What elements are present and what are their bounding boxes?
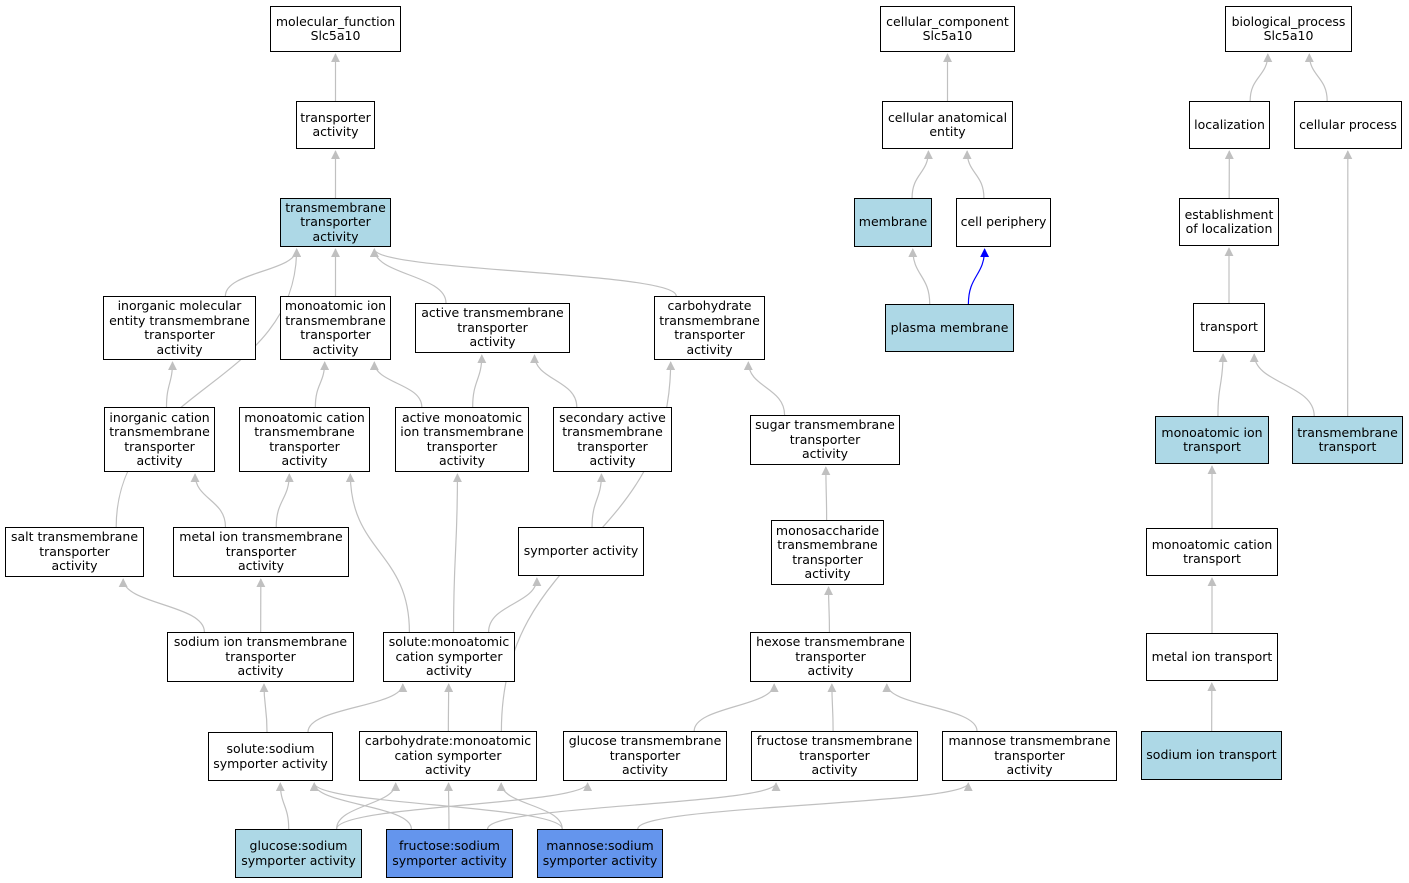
node-glucose-sodium-symporter[interactable]: glucose:sodium symporter activity xyxy=(235,829,362,878)
edge-active_monoatomic_ion_tm-to-active_tm xyxy=(472,354,487,408)
node-monoatomic-ion-tm[interactable]: monoatomic ion transmembrane transporter… xyxy=(280,296,391,360)
edge-solute_monoatomic_cation_symporter-to-active_monoatomic_ion_tm xyxy=(452,473,462,633)
edge-symporter_activity-to-secondary_active_tm xyxy=(591,473,606,528)
node-monoatomic-ion-transport[interactable]: monoatomic ion transport xyxy=(1155,416,1269,464)
node-establishment-of-localization[interactable]: establishment of localization xyxy=(1179,198,1279,246)
node-fructose-tm[interactable]: fructose transmembrane transporter activ… xyxy=(751,731,918,781)
edge-metal_ion_tm-to-monoatomic_cation_tm xyxy=(275,473,294,528)
node-membrane[interactable]: membrane xyxy=(854,198,932,247)
node-symporter-activity[interactable]: symporter activity xyxy=(518,527,644,576)
node-cellular-anatomical-entity[interactable]: cellular anatomical entity xyxy=(882,101,1013,149)
edge-mannose_sodium_symporter-to-carbohydrate_monoatomic_cation_symporter xyxy=(496,782,563,830)
node-active-tm[interactable]: active transmembrane transporter activit… xyxy=(415,303,570,353)
node-transporter-activity[interactable]: transporter activity xyxy=(296,101,375,149)
edge-plasma_membrane-to-membrane xyxy=(908,248,931,305)
node-mannose-tm[interactable]: mannose transmembrane transporter activi… xyxy=(942,731,1117,781)
edge-secondary_active_tm-to-active_tm xyxy=(530,354,578,408)
node-plasma-membrane[interactable]: plasma membrane xyxy=(885,304,1014,352)
edge-glucose_sodium_symporter-to-solute_sodium_symporter xyxy=(275,782,290,830)
node-molecular-function-root[interactable]: molecular_function Slc5a10 xyxy=(270,6,401,52)
node-cell-periphery[interactable]: cell periphery xyxy=(956,198,1051,247)
edge-monosaccharide_tm-to-sugar_tm xyxy=(821,466,831,521)
edge-sugar_tm-to-carbohydrate_tm xyxy=(743,361,786,416)
edge-glucose_sodium_symporter-to-carbohydrate_monoatomic_cation_symporter xyxy=(336,782,401,830)
edge-mannose_sodium_symporter-to-solute_sodium_symporter xyxy=(309,782,563,830)
edge-sodium_ion_tm-to-salt_tm xyxy=(118,578,205,633)
edge-mannose_tm-to-hexose_tm xyxy=(882,683,978,732)
node-solute-sodium-symporter[interactable]: solute:sodium symporter activity xyxy=(208,732,333,781)
node-transmembrane-transport[interactable]: transmembrane transport xyxy=(1292,416,1403,464)
edge-hexose_tm-to-monosaccharide_tm xyxy=(824,586,834,633)
edge-solute_sodium_symporter-to-sodium_ion_tm xyxy=(259,683,269,733)
edge-monoatomic_ion_transport-to-transport xyxy=(1217,353,1228,417)
edge-active_tm-to-tm_transporter_activity xyxy=(369,248,447,304)
edge-transmembrane_transport-to-transport xyxy=(1249,353,1315,417)
edge-salt_tm-to-tm_transporter_activity xyxy=(115,248,302,528)
node-hexose-tm[interactable]: hexose transmembrane transporter activit… xyxy=(750,632,911,682)
edge-membrane-to-cellular_anatomical_entity xyxy=(911,150,933,199)
edge-fructose_tm-to-hexose_tm xyxy=(827,683,837,732)
node-transmembrane-transporter-activity[interactable]: transmembrane transporter activity xyxy=(280,198,391,247)
node-transport[interactable]: transport xyxy=(1193,303,1265,352)
node-secondary-active-tm[interactable]: secondary active transmembrane transport… xyxy=(553,407,672,472)
node-cellular-component-root[interactable]: cellular_component Slc5a10 xyxy=(880,6,1015,52)
edge-metal_ion_tm-to-inorganic_cation_tm xyxy=(190,473,227,528)
node-fructose-sodium-symporter[interactable]: fructose:sodium symporter activity xyxy=(386,829,513,878)
edge-cellular_process-to-bp_root xyxy=(1304,53,1328,102)
node-solute-monoatomic-cation-symporter[interactable]: solute:monoatomic cation symporter activ… xyxy=(383,632,515,682)
edge-inorganic_cation_tm-to-inorganic_molecular_entity_tm xyxy=(165,361,177,408)
edge-plasma_membrane-to-cell_periphery xyxy=(967,248,990,305)
node-monoatomic-cation-transport[interactable]: monoatomic cation transport xyxy=(1146,528,1278,576)
edge-monoatomic_cation_tm-to-monoatomic_ion_tm xyxy=(314,361,330,408)
node-biological-process-root[interactable]: biological_process Slc5a10 xyxy=(1225,6,1352,52)
edge-solute_sodium_symporter-to-solute_monoatomic_cation_symporter xyxy=(307,683,408,733)
node-salt-tm[interactable]: salt transmembrane transporter activity xyxy=(5,527,144,577)
edge-inorganic_molecular_entity_tm-to-tm_transporter_activity xyxy=(224,248,302,297)
node-metal-ion-transport[interactable]: metal ion transport xyxy=(1146,633,1278,681)
edge-glucose_tm-to-hexose_tm xyxy=(693,683,779,732)
edge-cell_periphery-to-cellular_anatomical_entity xyxy=(962,150,985,199)
edge-solute_monoatomic_cation_symporter-to-monoatomic_cation_tm xyxy=(345,473,410,633)
edge-carbohydrate_tm-to-tm_transporter_activity xyxy=(369,248,677,297)
node-localization[interactable]: localization xyxy=(1189,101,1270,149)
edge-mannose_sodium_symporter-to-mannose_tm xyxy=(637,782,973,830)
node-sodium-ion-tm[interactable]: sodium ion transmembrane transporter act… xyxy=(167,632,354,682)
node-active-monoatomic-ion-tm[interactable]: active monoatomic ion transmembrane tran… xyxy=(395,407,529,472)
edge-localization-to-bp_root xyxy=(1249,53,1273,102)
node-carbohydrate-tm[interactable]: carbohydrate transmembrane transporter a… xyxy=(654,296,765,360)
node-inorganic-molecular-entity-tm[interactable]: inorganic molecular entity transmembrane… xyxy=(103,296,256,360)
node-sugar-tm[interactable]: sugar transmembrane transporter activity xyxy=(750,415,900,465)
node-carbohydrate-monoatomic-cation-symporter[interactable]: carbohydrate:monoatomic cation symporter… xyxy=(359,731,537,781)
node-sodium-ion-transport[interactable]: sodium ion transport xyxy=(1141,731,1282,780)
node-metal-ion-tm[interactable]: metal ion transmembrane transporter acti… xyxy=(173,527,349,577)
node-glucose-tm[interactable]: glucose transmembrane transporter activi… xyxy=(563,731,727,781)
node-monosaccharide-tm[interactable]: monosaccharide transmembrane transporter… xyxy=(771,520,884,585)
edge-fructose_sodium_symporter-to-fructose_tm xyxy=(487,782,781,830)
edge-active_monoatomic_ion_tm-to-monoatomic_ion_tm xyxy=(369,361,423,408)
edge-glucose_sodium_symporter-to-glucose_tm xyxy=(336,782,593,830)
node-cellular-process[interactable]: cellular process xyxy=(1294,101,1402,149)
node-inorganic-cation-tm[interactable]: inorganic cation transmembrane transport… xyxy=(104,407,215,472)
node-mannose-sodium-symporter[interactable]: mannose:sodium symporter activity xyxy=(537,829,663,878)
edge-solute_monoatomic_cation_symporter-to-symporter_activity xyxy=(488,577,542,633)
node-monoatomic-cation-tm[interactable]: monoatomic cation transmembrane transpor… xyxy=(239,407,370,472)
